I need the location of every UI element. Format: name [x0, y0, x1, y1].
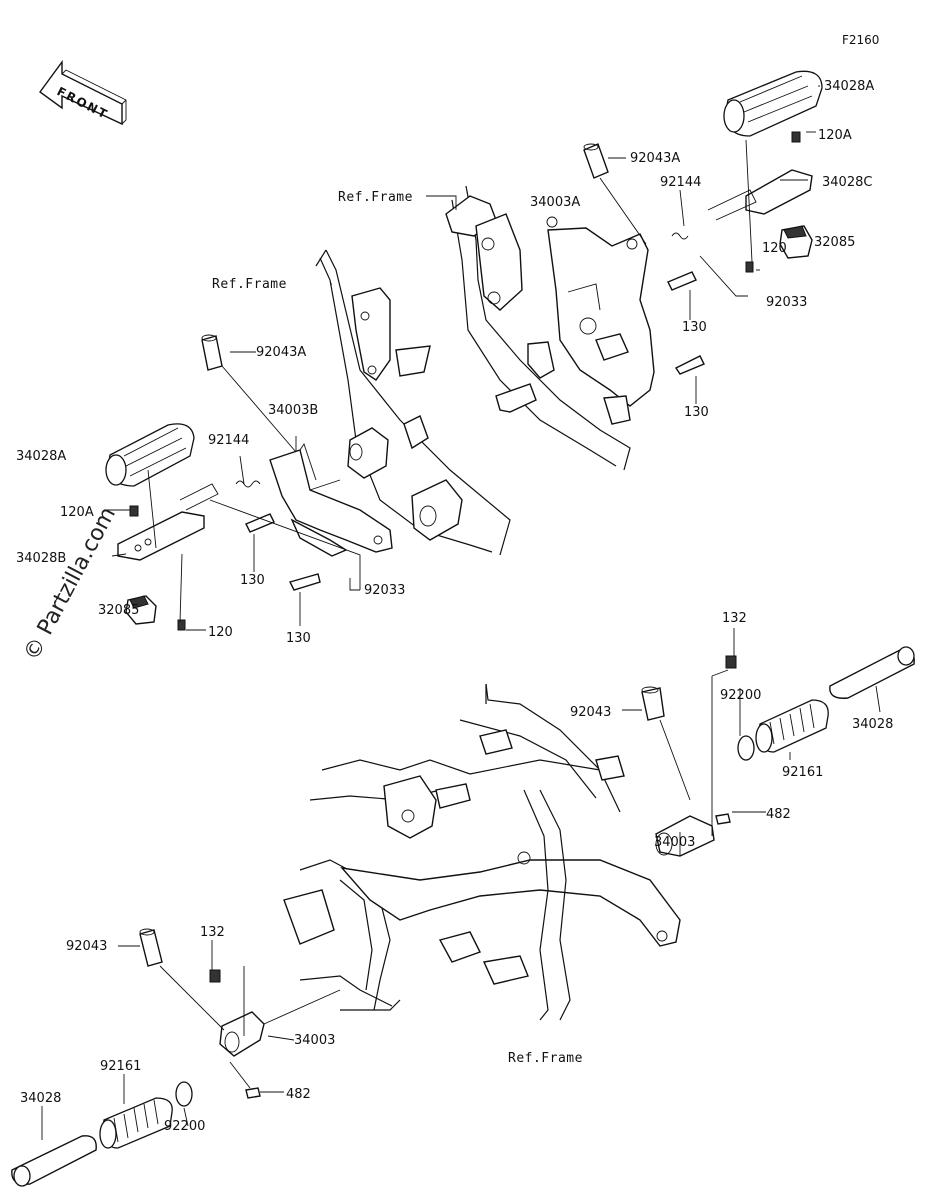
front-arrow-icon: FRONT [39, 59, 127, 126]
lower-right-step [622, 628, 915, 857]
callout-label: 132 [200, 925, 225, 940]
lower-left-step [11, 928, 341, 1187]
callout-label: 130 [286, 631, 311, 646]
footpeg-grip-left [99, 1097, 173, 1149]
footpeg-grip-right [755, 699, 829, 753]
callout-label: 92161 [782, 765, 823, 780]
frame-ref-label: Ref.Frame [338, 190, 413, 205]
callout-label: 34003A [530, 195, 580, 210]
callout-label: 130 [684, 405, 709, 420]
upper-right-frame [330, 70, 823, 471]
diagram-code: F2160 [842, 33, 879, 47]
callout-labels: Ref.Frame Ref.Frame Ref.Frame 34028A 120… [16, 79, 893, 1134]
callout-label: 92033 [364, 583, 405, 598]
watermark: © Partzilla.com [19, 503, 121, 665]
callout-label: 34003 [654, 835, 695, 850]
callout-label: 132 [722, 611, 747, 626]
callout-label: 130 [682, 320, 707, 335]
callout-label: 34028A [16, 449, 66, 464]
callout-label: 120A [60, 505, 94, 520]
callout-label: 32085 [98, 603, 139, 618]
callout-label: 92043 [66, 939, 107, 954]
frame-ref-label: Ref.Frame [212, 277, 287, 292]
callout-label: 92200 [164, 1119, 205, 1134]
callout-label: 34003 [294, 1033, 335, 1048]
upper-left-frame [104, 249, 511, 631]
callout-label: 130 [240, 573, 265, 588]
callout-label: 482 [286, 1087, 311, 1102]
callout-label: 92043 [570, 705, 611, 720]
callout-label: 92161 [100, 1059, 141, 1074]
callout-label: 34028B [16, 551, 66, 566]
callout-label: 120 [762, 241, 787, 256]
callout-label: 120A [818, 128, 852, 143]
callout-label: 34028A [824, 79, 874, 94]
callout-label: 92200 [720, 688, 761, 703]
footpeg-rubber-left [105, 423, 195, 487]
callout-label: 120 [208, 625, 233, 640]
callout-label: 92033 [766, 295, 807, 310]
footpeg-rubber-right [723, 70, 823, 137]
callout-label: 34028 [852, 717, 893, 732]
callout-label: 32085 [814, 235, 855, 250]
callout-label: 92144 [660, 175, 701, 190]
callout-label: 92144 [208, 433, 249, 448]
callout-label: 92043A [256, 345, 306, 360]
callout-label: 34028C [822, 175, 872, 190]
callout-label: 482 [766, 807, 791, 822]
callout-label: 34028 [20, 1091, 61, 1106]
callout-label: 34003B [268, 403, 318, 418]
frame-ref-label: Ref.Frame [508, 1051, 583, 1066]
footpeg-plate-left [117, 483, 219, 561]
callout-label: 92043A [630, 151, 680, 166]
lower-frame [283, 683, 681, 1021]
